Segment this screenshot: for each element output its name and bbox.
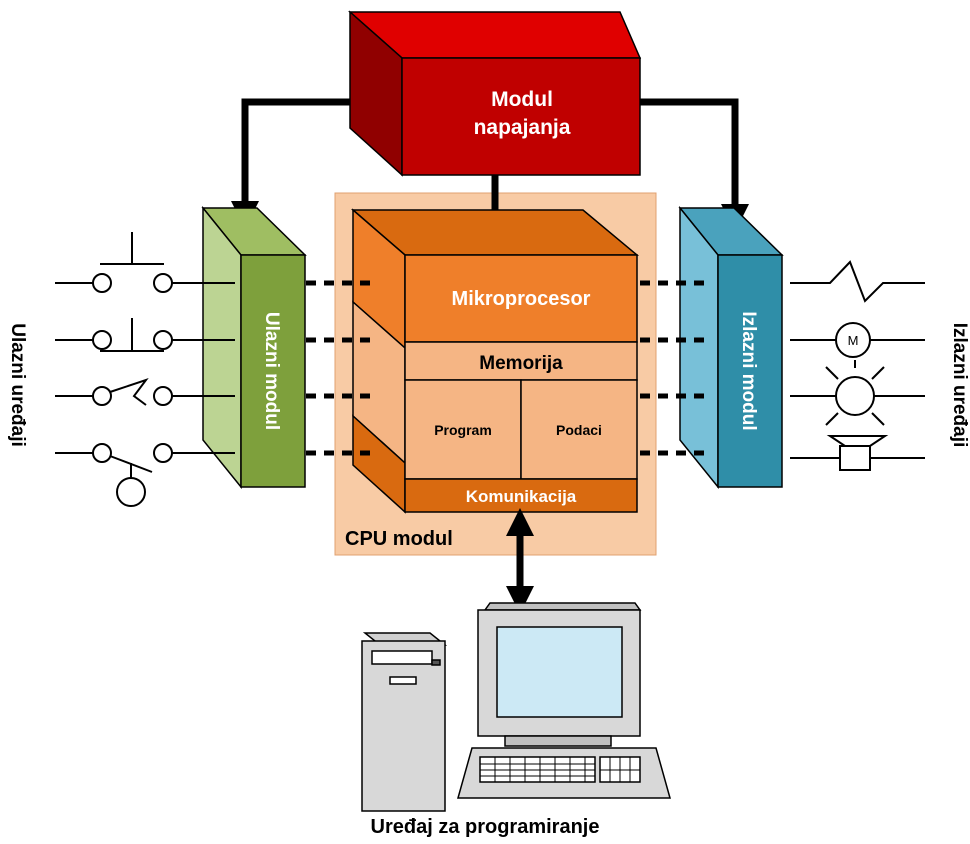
output-module: Izlazni modul [678, 205, 784, 490]
programming-device-label: Uređaj za programiranje [371, 816, 600, 838]
input-devices [55, 232, 235, 507]
program-label: Program [434, 422, 492, 438]
input-devices-label: Ulazni uređaji [7, 323, 28, 447]
output-devices [790, 260, 925, 471]
memory-label: Memorija [479, 353, 563, 374]
output-devices-label: Izlazni uređaji [949, 323, 970, 448]
motor-icon [790, 322, 925, 358]
input-module-label: Ulazni modul [261, 312, 282, 430]
power-module: Modul napajanja [348, 10, 642, 177]
program-block [404, 379, 522, 480]
lamp-icon [790, 360, 925, 426]
dashed-connectors [306, 280, 710, 456]
microprocessor-label: Mikroprocesor [452, 288, 591, 310]
microprocessor-block [404, 254, 638, 343]
motor-letter: M [848, 333, 859, 348]
pushbutton-no-icon [55, 232, 235, 293]
heater-icon [790, 260, 925, 303]
communication-label: Komunikacija [466, 487, 577, 506]
power-module-label-line2: napajanja [474, 116, 571, 139]
horn-icon [790, 435, 925, 471]
output-module-label: Izlazni modul [738, 311, 759, 430]
float-switch-icon [55, 443, 235, 507]
communication-block [404, 478, 638, 513]
data-block [520, 379, 638, 480]
power-module-label-line1: Modul [491, 88, 553, 111]
cpu-block: Mikroprocesor Memorija Program Podaci Ko… [350, 208, 640, 514]
input-module: Ulazni modul [201, 205, 307, 490]
computer-icon [361, 602, 671, 812]
pushbutton-nc-icon [55, 318, 235, 352]
limit-switch-icon [55, 378, 235, 406]
memory-block [404, 341, 638, 381]
data-label: Podaci [556, 422, 602, 438]
keyboard-keys [480, 757, 640, 782]
cpu-container-label: CPU modul [345, 528, 453, 550]
